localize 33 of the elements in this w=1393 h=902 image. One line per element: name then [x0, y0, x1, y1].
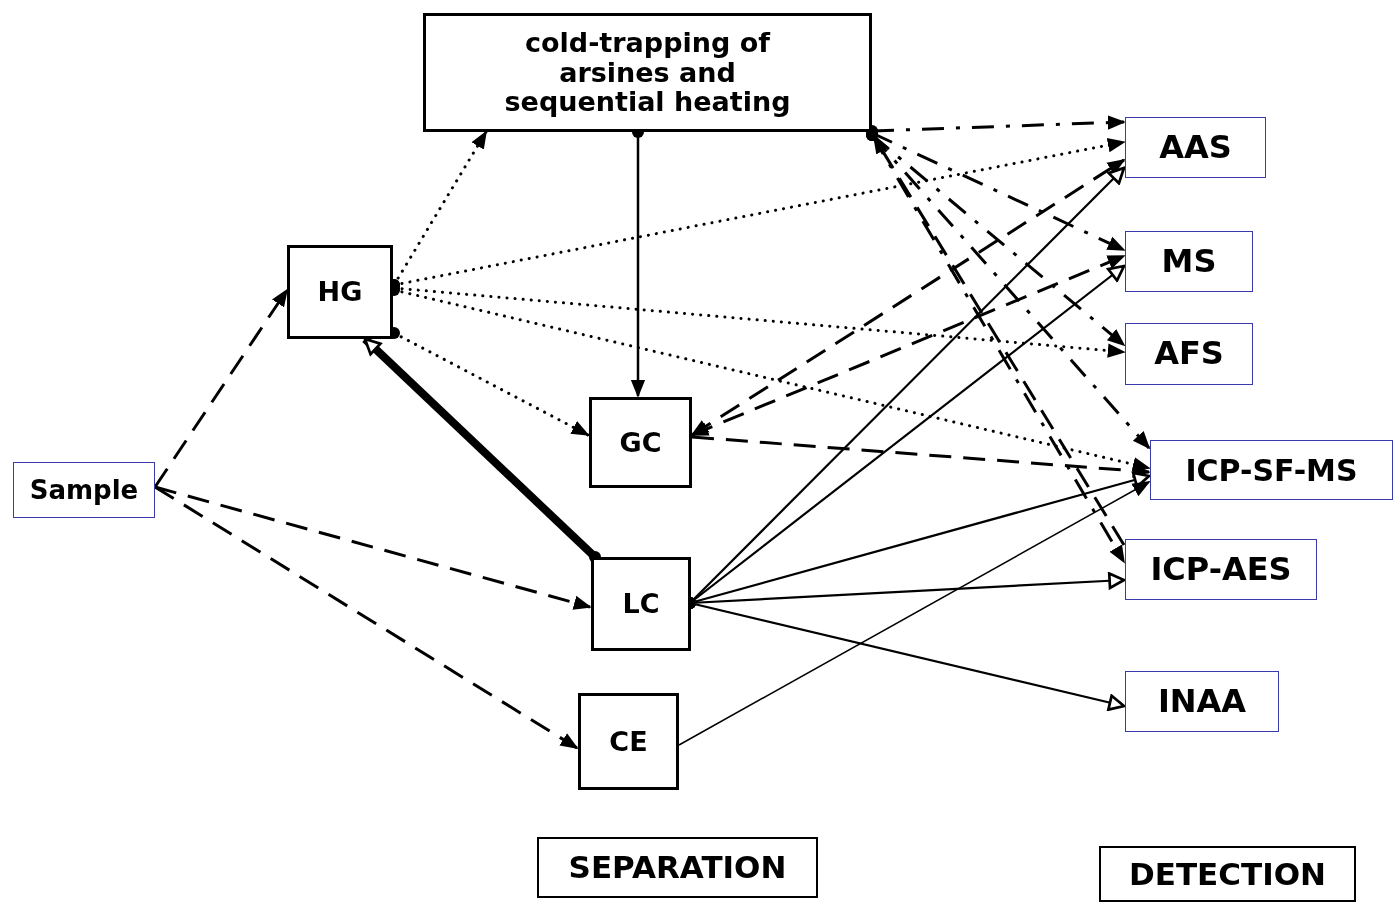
node-label: SEPARATION [568, 850, 787, 885]
node-label: INAA [1157, 683, 1247, 720]
arrow [678, 481, 1151, 746]
process-box [578, 693, 679, 790]
node-label: Sample [29, 475, 139, 505]
node-label: CE [609, 726, 648, 757]
node-label: GC [619, 427, 662, 458]
detector-box [1150, 440, 1393, 500]
node-label: ICP-AES [1150, 551, 1292, 588]
node-label: LC [622, 589, 660, 619]
node-label: HG [317, 277, 363, 307]
node-label: AAS [1159, 129, 1232, 166]
dashed-arrow [691, 435, 1151, 478]
input-box [13, 462, 155, 518]
node-label: AFS [1154, 336, 1224, 372]
section-heading-box [1099, 846, 1356, 902]
node-label: cold-trapping of arsines and sequential heating [503, 27, 792, 118]
dashed-arrow [154, 485, 592, 610]
detector-box [1125, 117, 1266, 178]
node-label: MS [1161, 243, 1217, 280]
process-box [589, 397, 692, 488]
detector-box [1125, 323, 1253, 385]
process-box [423, 13, 872, 132]
section-heading-box [537, 837, 818, 898]
dashed-arrow [153, 288, 289, 488]
process-box [287, 245, 393, 339]
detector-box [1125, 539, 1317, 600]
dashed-arrow [690, 254, 1126, 437]
node-label: DETECTION [1129, 856, 1326, 892]
node-label: ICP-SF-MS [1185, 453, 1358, 487]
process-box [591, 557, 691, 651]
detector-box [1125, 671, 1279, 732]
detector-box [1125, 231, 1253, 292]
